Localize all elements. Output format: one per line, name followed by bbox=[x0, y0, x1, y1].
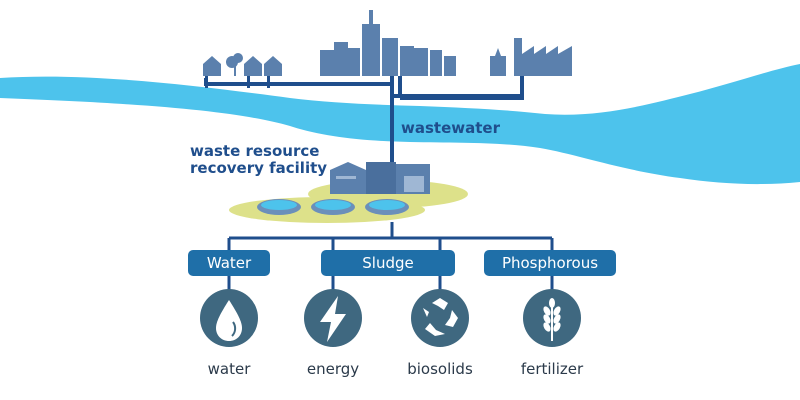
output-water-label: water bbox=[207, 360, 251, 378]
wastewater-label: wastewater bbox=[401, 119, 500, 137]
wheat-icon bbox=[523, 289, 581, 347]
city-skyline bbox=[320, 10, 456, 76]
facility-label-line1: waste resource bbox=[190, 142, 320, 160]
recycle-icon bbox=[411, 289, 469, 347]
stream-water-label: Water bbox=[188, 250, 270, 276]
lightning-bolt-icon bbox=[304, 289, 362, 347]
output-energy-label: energy bbox=[306, 360, 360, 378]
facility-label-line2: recovery facility bbox=[190, 159, 328, 177]
output-biosolids-label: biosolids bbox=[407, 360, 473, 378]
sewer-pipes bbox=[204, 76, 524, 170]
water-drop-icon bbox=[200, 289, 258, 347]
factory bbox=[490, 38, 572, 76]
facility-label: waste resource recovery facility bbox=[190, 142, 328, 177]
stream-sludge-label: Sludge bbox=[321, 250, 455, 276]
treatment-facility bbox=[229, 162, 468, 223]
output-fertilizer-label: fertilizer bbox=[520, 360, 584, 378]
river bbox=[0, 64, 800, 185]
distribution-tree bbox=[227, 222, 554, 292]
stream-phosphorous-label: Phosphorous bbox=[484, 250, 616, 276]
